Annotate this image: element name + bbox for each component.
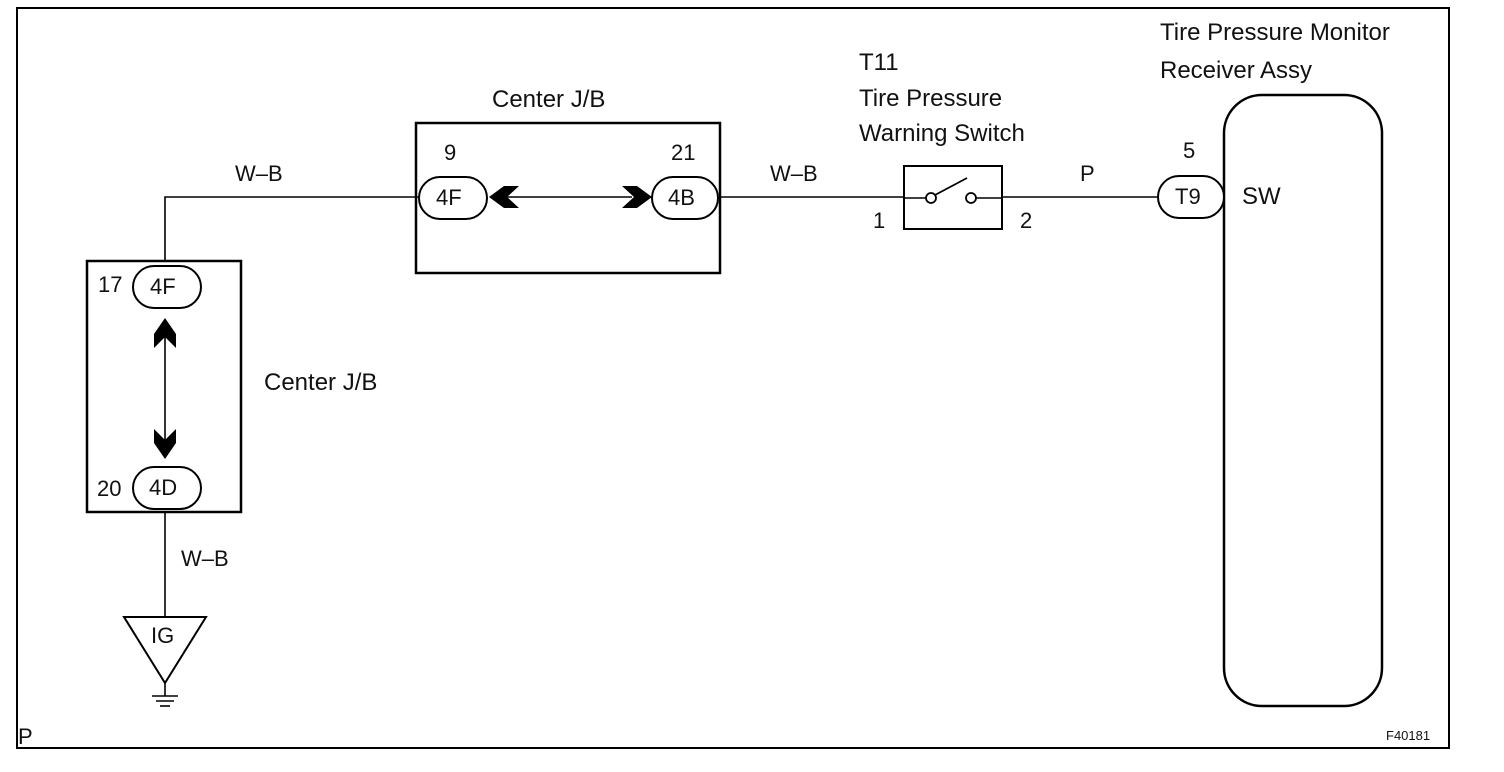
center-jb-left-label: Center J/B	[264, 369, 378, 396]
wire-top-left-label: W–B	[235, 161, 283, 186]
connector-4b-top-shape	[651, 176, 719, 220]
wire-to-ground-label: W–B	[181, 546, 229, 571]
connector-4f-top-shape	[418, 176, 488, 220]
connector-4f-left-code: 4F	[150, 274, 176, 299]
center-jb-top-label: Center J/B	[492, 86, 606, 113]
arrow-left-marker	[489, 186, 519, 208]
wire-switch-to-receiver-label: P	[1080, 161, 1095, 186]
center-jb-top-box	[414, 121, 722, 275]
connector-t9-shape	[1157, 175, 1225, 219]
figure-code-label: F40181	[1386, 728, 1431, 743]
receiver-box	[1222, 93, 1384, 708]
pin-17-label: 17	[98, 272, 123, 297]
wire-top-left	[164, 196, 419, 261]
switch-contact-right	[965, 192, 977, 204]
corner-p-label: P	[18, 724, 33, 749]
diagram-frame	[16, 7, 1450, 749]
arrow-right-marker	[622, 186, 652, 208]
ground-triangle	[122, 616, 208, 685]
arrow-up-marker	[154, 318, 176, 348]
pin-21-label: 21	[671, 140, 696, 165]
switch-pin-1-label: 1	[873, 208, 886, 233]
connector-4b-top-code: 4B	[668, 185, 695, 210]
connector-4d-left-shape	[132, 466, 202, 510]
arrow-down-marker	[154, 429, 176, 459]
sw-terminal-label: SW	[1242, 183, 1281, 210]
connector-4f-left-shape	[132, 265, 202, 309]
pin-5-label: 5	[1183, 138, 1196, 163]
ground-ig-label: IG	[151, 623, 175, 648]
center-jb-left-box	[85, 259, 243, 514]
t11-code-label: T11	[859, 49, 899, 76]
connector-4f-top-code: 4F	[436, 185, 462, 210]
receiver-name-line2: Receiver Assy	[1160, 57, 1313, 84]
t11-name-line1: Tire Pressure	[859, 85, 1003, 112]
pin-9-label: 9	[444, 140, 457, 165]
switch-pin-2-label: 2	[1020, 208, 1033, 233]
t11-name-line2: Warning Switch	[859, 120, 1025, 147]
switch-lever	[934, 177, 968, 196]
connector-t9-code: T9	[1175, 184, 1201, 209]
pin-20-label: 20	[97, 476, 122, 501]
wire-jb-to-switch-label: W–B	[770, 161, 818, 186]
switch-contact-left	[925, 192, 937, 204]
connector-4d-left-code: 4D	[149, 475, 178, 500]
receiver-name-line1: Tire Pressure Monitor	[1160, 19, 1390, 46]
